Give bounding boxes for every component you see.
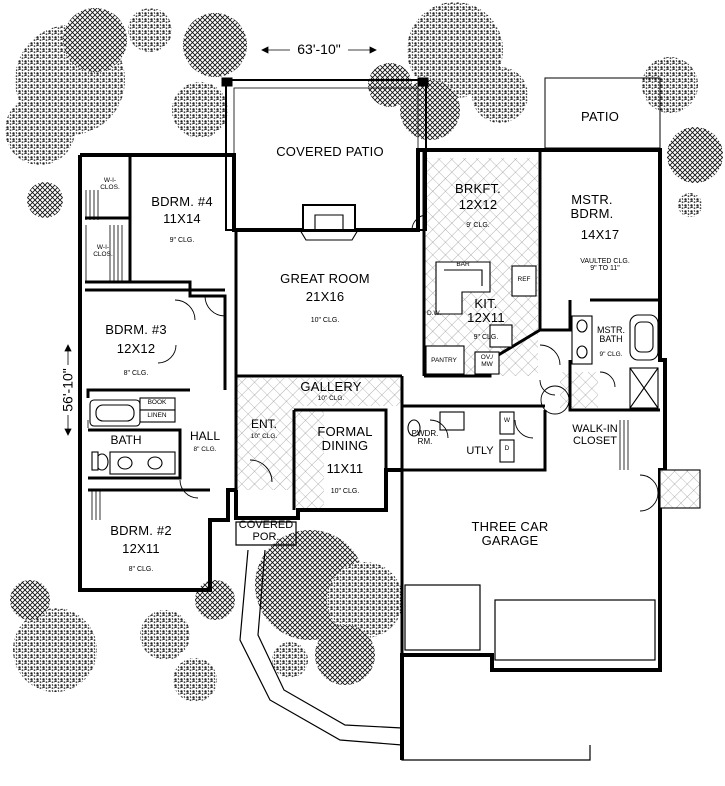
kitchen-name: KIT. [474, 296, 498, 311]
shrubs-front [255, 530, 403, 685]
linen-closet [139, 409, 176, 423]
bath-label: BATH [110, 433, 142, 447]
formal-dining-tile [294, 410, 324, 510]
bedroom2-ceiling: 8" CLG. [128, 566, 154, 573]
bedroom4-name: BDRM. #4 [151, 194, 213, 209]
master-bedroom-name: MSTR. BDRM. [570, 192, 614, 221]
kitchen-island-icon [435, 261, 491, 315]
formal-dining-name: FORMAL DINING [317, 424, 373, 453]
kitchen-ceiling: 9" CLG. [473, 334, 499, 341]
utility-sink-icon [439, 411, 465, 431]
closet-rods [85, 190, 629, 520]
utility-label: UTLY [466, 445, 494, 457]
bedroom3-name: BDRM. #3 [105, 322, 167, 337]
washer-label: W [503, 417, 511, 424]
bedroom4-size: 11X14 [163, 211, 201, 226]
entry-tile [236, 406, 294, 490]
master-closet-tile [560, 372, 598, 408]
bedroom3-ceiling: 8" CLG. [123, 370, 149, 377]
hall-bath-vanity-icon [109, 451, 176, 475]
breakfast-ceiling: 9' CLG. [466, 222, 490, 229]
tree-right-edge [642, 57, 723, 217]
formal-dining-ceiling: 10" CLG. [330, 488, 360, 495]
pantry-shelf [425, 345, 465, 375]
bedroom2-size: 12X11 [122, 541, 160, 556]
walkin-closet-label: WALK-IN CLOSET [572, 423, 618, 447]
powder-room-label: PWDR. RM. [411, 429, 439, 447]
garage-label: THREE CAR GARAGE [471, 519, 549, 548]
tree-top-left [5, 8, 172, 218]
shrubs-left [10, 580, 235, 702]
shower-x [629, 367, 659, 409]
oven-mw-label: OV./ MW [480, 354, 494, 368]
oven-icon [474, 351, 500, 375]
bedroom2-name: BDRM. #2 [110, 523, 172, 538]
refrigerator-icon [511, 265, 537, 297]
master-tub-icon [629, 314, 659, 361]
front-walkway [235, 521, 591, 761]
great-room-size: 21X16 [305, 289, 345, 304]
hall-bath-tub-icon [89, 399, 141, 427]
fireplace-icon [299, 204, 359, 241]
kitchen-size: 12X11 [467, 310, 505, 325]
dryer-icon [499, 439, 515, 463]
powder-room-toilet-icon [407, 419, 421, 437]
master-bath-name: MSTR. BATH [597, 325, 625, 345]
gallery-tile [236, 378, 402, 406]
toilet-icon [91, 451, 109, 471]
dishwasher-label: D.W. [426, 310, 442, 317]
hall-ceiling: 8" CLG. [193, 446, 217, 453]
bedroom4-ceiling: 9" CLG. [169, 237, 195, 244]
depth-dimension: 56'-10" [59, 368, 76, 412]
bar-label: BAR [456, 261, 470, 268]
garage-doors [404, 584, 656, 661]
hall-name: HALL [189, 429, 221, 443]
tree-top-right [368, 2, 528, 140]
patio-label: PATIO [580, 109, 620, 124]
linen-label: LINEN [147, 412, 167, 419]
master-vanity-icon [571, 315, 593, 365]
book-label: BOOK [147, 399, 167, 406]
tree-top-center-left [172, 13, 247, 138]
covered-patio-label: COVERED PATIO [276, 144, 384, 159]
wic-top-label: W-I- CLOS. [100, 177, 120, 191]
width-dimension: 63'-10" [297, 41, 341, 57]
landscaping [5, 2, 723, 702]
breakfast-name: BRKFT. [455, 181, 501, 196]
great-room-name: GREAT ROOM [280, 271, 370, 286]
interior-walls [85, 150, 660, 655]
dryer-label: D [504, 445, 510, 452]
great-room-ceiling: 10" CLG. [310, 317, 340, 324]
gallery-ceiling: 10" CLG. [317, 395, 345, 402]
gallery-name: GALLERY [300, 379, 362, 394]
breakfast-size: 12X12 [458, 197, 498, 212]
entry-ceiling: 10" CLG. [250, 433, 278, 440]
door-swings [157, 214, 659, 512]
ref-label: REF [517, 276, 531, 283]
master-bath-ceiling: 9" CLG. [599, 351, 623, 358]
pantry-label: PANTRY [431, 357, 457, 364]
washer-icon [499, 411, 515, 435]
bedroom3-size: 12X12 [116, 341, 156, 356]
garage-side-step [659, 469, 701, 509]
master-bedroom-size: 14X17 [580, 227, 620, 242]
master-bedroom-ceiling: VAULTED CLG. 9" TO 11" [580, 258, 630, 273]
cooktop-icon [489, 324, 513, 348]
wic-bottom-label: W-I- CLOS. [93, 244, 113, 258]
dimension-lines [64, 46, 377, 436]
covered-porch-label: COVERED POR. [238, 519, 294, 543]
entry-name: ENT. [250, 417, 278, 431]
formal-dining-size: 11X11 [326, 461, 364, 476]
fixtures [85, 190, 701, 761]
